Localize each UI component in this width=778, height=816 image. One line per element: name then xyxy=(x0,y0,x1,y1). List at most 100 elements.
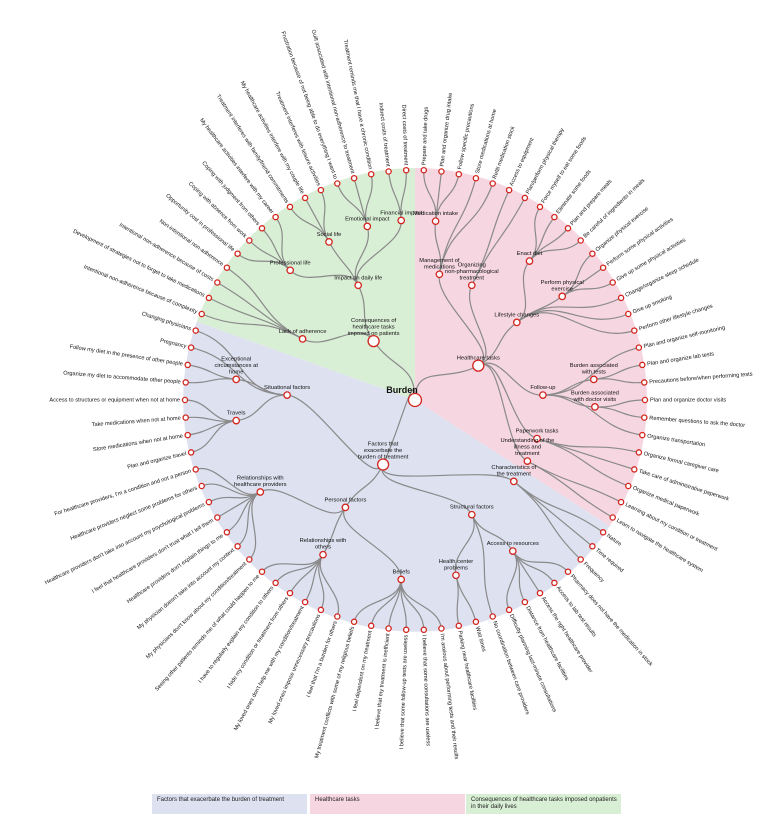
leaf-label: Intentional non-adherence because of com… xyxy=(83,264,198,315)
node-organizing-non-pharmacological-treatment xyxy=(467,281,476,290)
leaf-label: Precautions before/when performing tests xyxy=(649,372,753,386)
edge-lack-of-adherence xyxy=(302,332,375,343)
node-seeing-other-patients-reminds-me-of-what xyxy=(258,568,266,575)
node-i-believe-that-some-consultations-are-us xyxy=(420,626,428,634)
node-distance-from-healthcare-facilities xyxy=(521,598,529,606)
node-relationships-with-healthcare-providers xyxy=(256,488,265,496)
node-emotional-impact xyxy=(363,222,372,231)
node-guilt-associated-with-intentional-non-ad xyxy=(350,174,358,182)
edge-organizing-non-pharmacological-treatment xyxy=(469,285,487,367)
leaf-label: Refill medication stock xyxy=(492,125,517,180)
node-take-medications-when-not-at-home xyxy=(182,414,189,421)
leaf-label: I believe that some follow-up tests are … xyxy=(399,635,409,750)
category-label: Personal factors xyxy=(324,497,366,503)
node-be-careful-of-ingredients-in-meals xyxy=(577,237,584,244)
edge-treatment-interferes-with-leisure-activi xyxy=(320,189,330,243)
category-label: Financial impact xyxy=(380,211,422,217)
edge-travels xyxy=(236,394,288,422)
category-label: Paperwork tasks xyxy=(516,429,559,435)
leaf-label: Change/organize sleep schedule xyxy=(624,257,700,299)
category-label: Medication intake xyxy=(413,211,458,217)
node-my-loved-ones-impose-unnecessary-precaut xyxy=(317,606,325,614)
node-precautions-before-when-performing-tests xyxy=(641,379,648,386)
edge-for-healthcare-providers-i-m-a-condition xyxy=(195,467,261,495)
category-label: Lifestyle changes xyxy=(494,312,539,318)
node-changing-physicians xyxy=(192,327,199,334)
node-i-feel-that-i-m-a-burden-for-others xyxy=(334,613,341,620)
category-label: Follow-up xyxy=(530,385,555,391)
leaf-label: Plan and organize lab tests xyxy=(647,351,715,367)
node-perform-physical-exercise xyxy=(558,292,567,301)
node-lifestyle-changes xyxy=(512,318,521,327)
leaf-label: Indirect costs of treatment xyxy=(377,102,390,167)
node-structural-factors xyxy=(467,510,476,519)
leaf-label: Follow specific precautions xyxy=(457,103,476,170)
edge-my-healthcare-activities-interfere-with- xyxy=(275,216,291,271)
leaf-label: For healthcare providers, I'm a conditio… xyxy=(54,469,192,518)
node-organize-my-diet-to-accommodate-other-pe xyxy=(182,379,189,386)
leaf-label: Plan and organize self-monitoring xyxy=(643,325,726,350)
node-access-to-resources xyxy=(508,547,517,555)
leaf-label: Organize physical exercise xyxy=(595,206,650,253)
leaf-label: Access to structures or equipment when n… xyxy=(49,397,180,403)
leaf-label: I'm anxious about performing tests and t… xyxy=(439,633,460,760)
node-relationships-with-others xyxy=(319,550,327,559)
node-i-feel-dependent-on-my-treatment xyxy=(367,622,375,630)
edge-management-of-medications xyxy=(438,274,485,367)
edge-lifestyle-changes xyxy=(478,321,518,367)
category-label: Impact on daily life xyxy=(334,275,382,281)
leaf-label: Pregnancy xyxy=(159,338,187,350)
node-access-the-right-healthcare-provider xyxy=(536,589,544,597)
node-organize-transportation xyxy=(639,431,646,439)
leaf-label: Coping with absence from work xyxy=(187,181,248,240)
node-coping-with-judgment-from-others xyxy=(258,225,266,232)
node-situational-factors xyxy=(283,391,291,399)
node-plan-and-prepare-meals xyxy=(564,225,572,232)
edge-personal-factors xyxy=(344,464,384,508)
edge-perform-other-lifestyle-changes xyxy=(516,312,635,334)
node-professional-life xyxy=(286,266,295,275)
leaf-label: Store medications when not at home xyxy=(93,433,184,453)
edge-be-careful-of-ingredients-in-meals xyxy=(529,240,582,262)
node-healthcare-providers-neglect-some-proble xyxy=(198,482,205,490)
edge-enact-diet xyxy=(516,260,530,323)
node-non-intentional-non-adherence xyxy=(223,264,231,271)
node-social-life xyxy=(325,238,333,246)
legend-swatch-tasks xyxy=(310,794,465,814)
edge-my-treatment-conflicts-with-some-of-my-r xyxy=(353,579,402,622)
node-burden-associated-with-tests xyxy=(589,375,598,384)
node-organize-physical-exercise xyxy=(589,250,596,257)
category-label: Emotional impact xyxy=(345,216,390,222)
node-i-feel-that-healthcare-providers-don-t-t xyxy=(214,514,221,521)
node-factors-that-exacerbate-the-burden-of-tr xyxy=(376,458,390,471)
leaf-label: Plan/perform physical therapy xyxy=(525,127,566,195)
leaf-label: Changing physicians xyxy=(141,311,192,332)
legend-label: Healthcare tasks xyxy=(315,797,360,803)
leaf-label: Organize formal caregiver care xyxy=(643,451,719,474)
node-management-of-medications xyxy=(435,270,444,279)
edge-organize-transportation xyxy=(542,394,643,436)
root-label: Burden xyxy=(386,385,418,395)
edge-remember-questions-to-ask-the-doctor xyxy=(594,406,645,419)
category-label: Structural factors xyxy=(450,505,494,511)
node-organize-medical-paperwork xyxy=(625,482,632,490)
node-my-loved-ones-don-t-help-me-with-my-cond xyxy=(301,598,309,606)
category-label: Beliefs xyxy=(392,570,410,576)
node-take-care-of-administrative-paperwork xyxy=(631,466,638,473)
sector-consequences xyxy=(196,168,415,400)
leaf-label: My loved ones impose unnecessary precaut… xyxy=(268,613,322,725)
edge-parking-near-healthcare-facilities xyxy=(455,575,460,626)
node-give-up-some-physical-activities xyxy=(609,279,616,286)
node-store-medications-at-home xyxy=(472,174,480,182)
leaf-label: Store medications at home xyxy=(475,109,498,175)
leaf-label: Coping with judgment from others xyxy=(200,160,260,227)
leaf-label: My treatment conflicts with some of my r… xyxy=(314,626,356,759)
node-refill-medication-stock xyxy=(489,180,496,187)
node-healthcare-providers-don-t-explain-thing xyxy=(223,529,231,536)
